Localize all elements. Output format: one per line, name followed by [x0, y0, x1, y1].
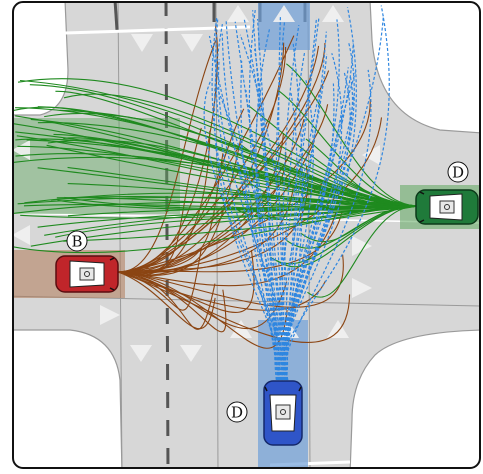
triangle-arrow-icon: [273, 5, 295, 22]
green-car: [415, 189, 479, 225]
trajectory-line: [221, 33, 281, 381]
trajectory-line: [277, 53, 328, 381]
trajectory-line: [256, 18, 279, 381]
trajectory-line: [274, 17, 318, 381]
trajectory-line: [117, 271, 216, 330]
trajectory-line: [117, 271, 351, 343]
trajectory-line: [240, 60, 279, 381]
trajectory-line: [275, 20, 286, 381]
trajectory-line: [117, 140, 316, 274]
triangle-arrow-icon: [131, 34, 153, 52]
trajectory-line: [283, 91, 321, 381]
trajectory-line: [239, 34, 288, 381]
trajectory-line: [208, 35, 284, 381]
trajectory-line: [281, 77, 354, 381]
trajectory-line: [13, 205, 419, 254]
label-green-car: D: [452, 164, 464, 182]
label-badge-green: D: [447, 161, 469, 183]
center-dashed-line: [164, 2, 170, 468]
trajectory-line: [117, 151, 287, 273]
crosswalk-edge: [64, 25, 251, 35]
frame-border: [12, 1, 481, 469]
trajectory-line: [305, 138, 419, 207]
triangle-arrow-icon: [180, 345, 202, 362]
triangle-arrow-icon: [327, 320, 349, 338]
trajectory-line: [15, 153, 419, 207]
trajectory-line: [117, 108, 245, 273]
red-car-trajectories: [117, 26, 383, 349]
blue-car-trajectories: [203, 5, 390, 381]
trajectory-line: [284, 31, 327, 381]
stop-line: [113, 2, 119, 31]
triangle-arrow-icon: [352, 278, 372, 298]
triangle-arrow-icon: [100, 305, 120, 325]
trajectory-line: [64, 196, 419, 210]
blue-car: [263, 380, 303, 446]
lane-line: [117, 2, 123, 468]
label-red-car: B: [71, 233, 82, 251]
trajectory-line: [117, 271, 216, 330]
trajectory-line: [278, 90, 419, 207]
label-badge-blue: D: [226, 401, 248, 423]
trajectory-line: [215, 84, 286, 381]
trajectory-line: [281, 41, 303, 381]
label-blue-car: D: [231, 404, 243, 422]
label-badge-red: B: [66, 230, 88, 252]
trajectory-line: [217, 59, 289, 381]
triangle-arrow-icon: [352, 236, 372, 256]
trajectory-line: [307, 205, 419, 298]
triangle-arrow-icon: [130, 345, 152, 362]
trajectory-line: [282, 42, 354, 381]
trajectory-line: [276, 5, 390, 381]
triangle-arrow-icon: [230, 320, 252, 338]
trajectory-line: [282, 71, 351, 381]
trajectory-line: [46, 144, 419, 207]
triangle-arrow-icon: [181, 34, 203, 52]
trajectory-line: [203, 79, 289, 381]
trajectory-line: [255, 27, 280, 381]
trajectory-line: [286, 18, 320, 381]
trajectory-line: [276, 205, 419, 268]
triangle-arrow-icon: [13, 225, 30, 245]
triangle-arrow-icon: [322, 5, 344, 22]
trajectory-line: [276, 53, 343, 381]
red-car: [55, 255, 119, 293]
trajectory-line: [225, 21, 282, 381]
triangle-arrow-icon: [227, 5, 249, 22]
triangle-arrow-icon: [362, 145, 380, 165]
green-car-trajectories: [13, 63, 419, 298]
trajectory-line: [280, 69, 372, 381]
trajectory-line: [213, 24, 287, 381]
trajectory-line: [211, 16, 285, 381]
trajectory-line: [276, 67, 349, 381]
